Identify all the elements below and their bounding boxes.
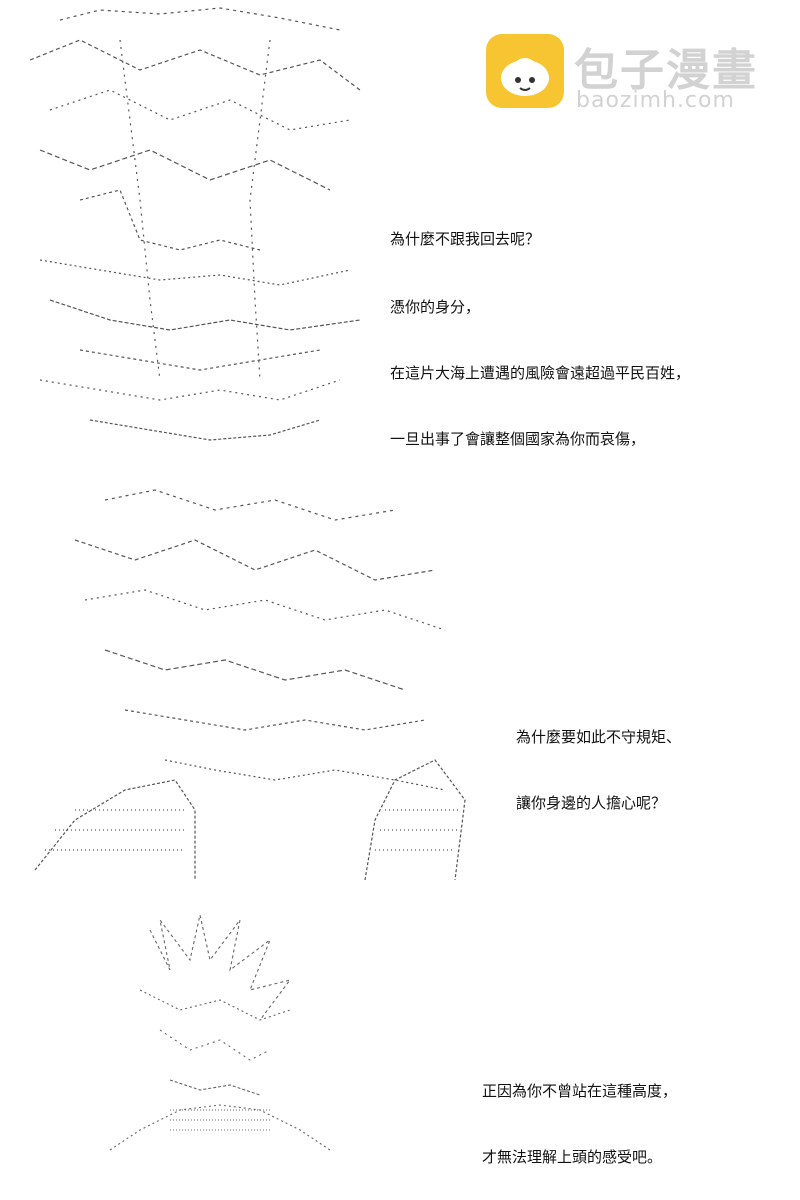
- caption-line: 憑你的身分，: [390, 298, 481, 316]
- ascii-art-character-3: [100, 910, 340, 1160]
- caption-panel-2: 憑你的身分， 在這片大海上遭遇的風險會遠超過平民百姓， 一旦出事了會讓整個國家為…: [390, 252, 690, 472]
- caption-line: 一旦出事了會讓整個國家為你而哀傷，: [390, 430, 646, 448]
- caption-panel-3: 為什麼要如此不守規矩、 讓你身邊的人擔心呢？: [516, 682, 681, 836]
- caption-line: 在這片大海上遭遇的風險會遠超過平民百姓，: [390, 364, 691, 382]
- ascii-art-character-1: [20, 0, 380, 460]
- caption-panel-1: 為什麼不跟我回去呢？: [390, 184, 540, 272]
- site-logo: 包子漫畫 baozimh.com: [486, 34, 776, 114]
- ascii-art-character-2: [15, 480, 485, 890]
- caption-line: 讓你身邊的人擔心呢？: [516, 794, 667, 812]
- caption-line: 正因為你不曾站在這種高度，: [482, 1082, 678, 1100]
- logo-url: baozimh.com: [576, 88, 735, 113]
- logo-title: 包子漫畫: [574, 45, 758, 96]
- caption-panel-4: 正因為你不曾站在這種高度， 才無法理解上頭的感受吧。: [482, 1036, 677, 1190]
- caption-line: 才無法理解上頭的感受吧。: [482, 1148, 663, 1166]
- caption-line: 為什麼要如此不守規矩、: [516, 728, 682, 746]
- caption-line: 為什麼不跟我回去呢？: [390, 230, 541, 248]
- bun-logo-icon: [486, 34, 564, 108]
